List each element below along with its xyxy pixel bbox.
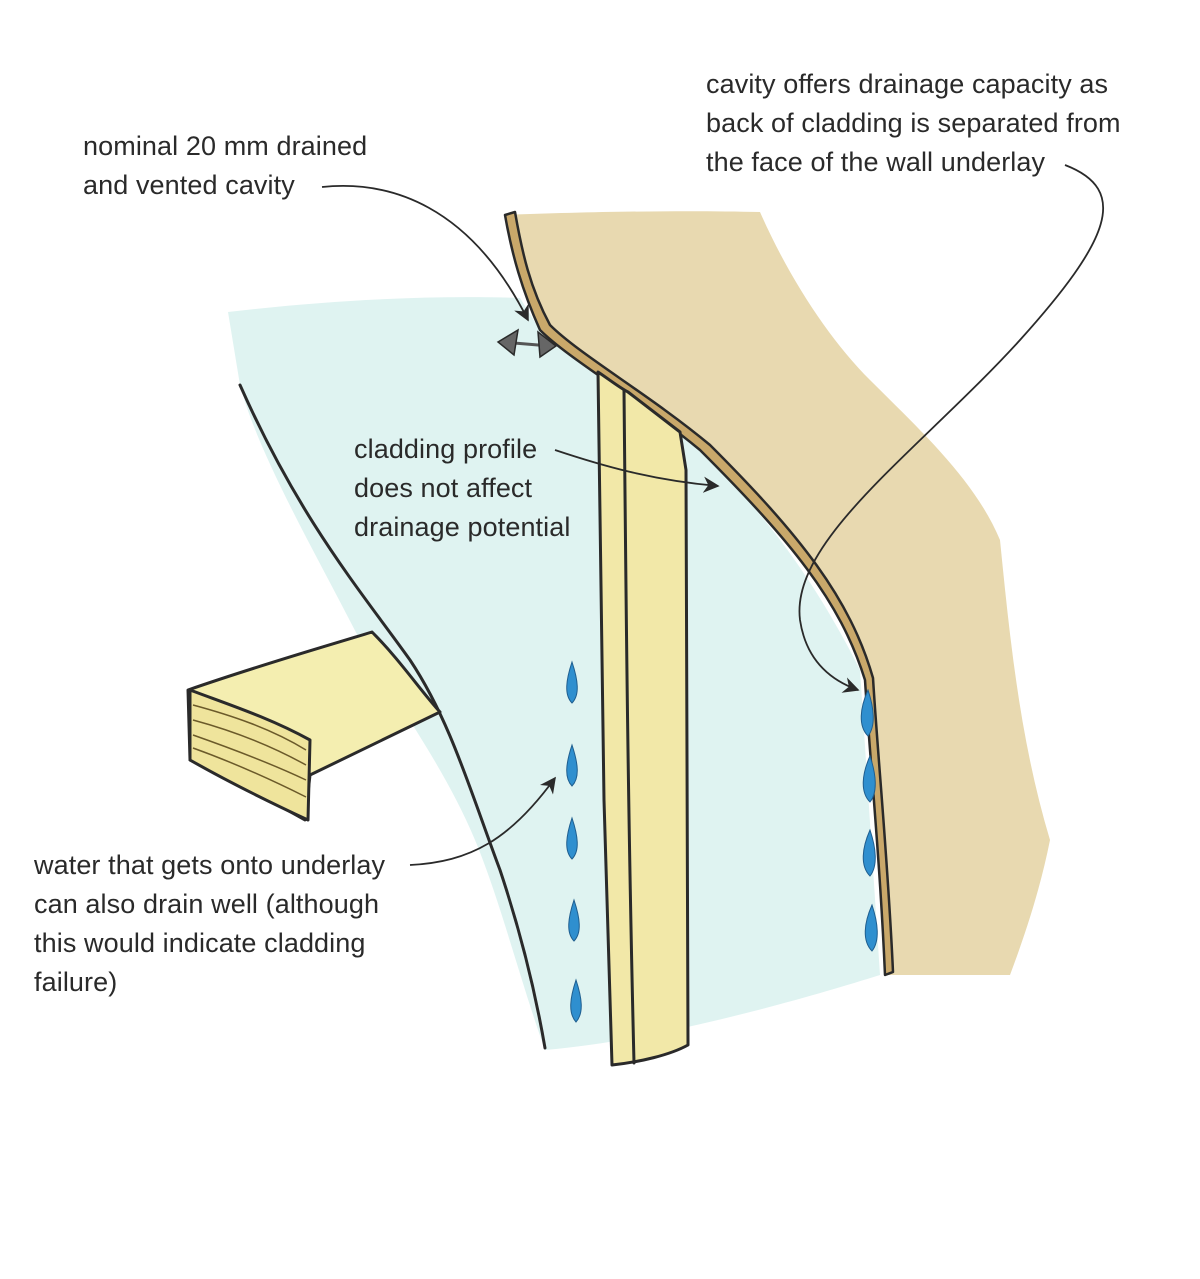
label-line: this would indicate cladding <box>34 928 366 958</box>
water-drop <box>862 828 876 877</box>
batten-edge-line <box>622 388 636 1065</box>
cavity-batten <box>596 370 690 1067</box>
label-underlay-water: water that gets onto underlay can also d… <box>34 846 385 1002</box>
label-line: back of cladding is separated from <box>706 108 1121 138</box>
water-drop <box>864 903 878 952</box>
leader-arrow-drainage-capacity <box>798 164 1105 693</box>
water-drop <box>570 978 582 1023</box>
cavity-width-indicator <box>496 328 558 359</box>
underlay-outline <box>238 383 547 1050</box>
label-line: failure) <box>34 967 118 997</box>
label-line: drainage potential <box>354 512 571 542</box>
label-line: nominal 20 mm drained <box>83 131 368 161</box>
water-drop <box>860 688 874 737</box>
label-cladding-profile: cladding profile does not affect drainag… <box>354 430 570 547</box>
leader-arrow-underlay-water <box>409 776 556 866</box>
label-line: cladding profile <box>354 434 538 464</box>
water-drop <box>568 898 580 942</box>
label-line: can also drain well (although <box>34 889 380 919</box>
water-drop <box>862 754 876 803</box>
label-line: water that gets onto underlay <box>34 850 386 880</box>
water-drops-underlay <box>566 660 582 1023</box>
label-line: and vented cavity <box>83 170 295 200</box>
timber-stud <box>186 630 442 822</box>
water-drop <box>566 743 578 787</box>
water-drop <box>566 660 578 704</box>
leader-arrow-cavity-width <box>321 185 529 322</box>
label-line: cavity offers drainage capacity as <box>706 69 1109 99</box>
leader-arrow-cladding-profile <box>554 449 720 493</box>
label-line: does not affect <box>354 473 533 503</box>
water-drops-cladding <box>860 688 878 952</box>
water-drop <box>566 816 578 860</box>
label-line: the face of the wall underlay <box>706 147 1046 177</box>
label-cavity-width: nominal 20 mm drained and vented cavity <box>83 127 367 205</box>
label-drainage-capacity: cavity offers drainage capacity as back … <box>706 65 1121 182</box>
